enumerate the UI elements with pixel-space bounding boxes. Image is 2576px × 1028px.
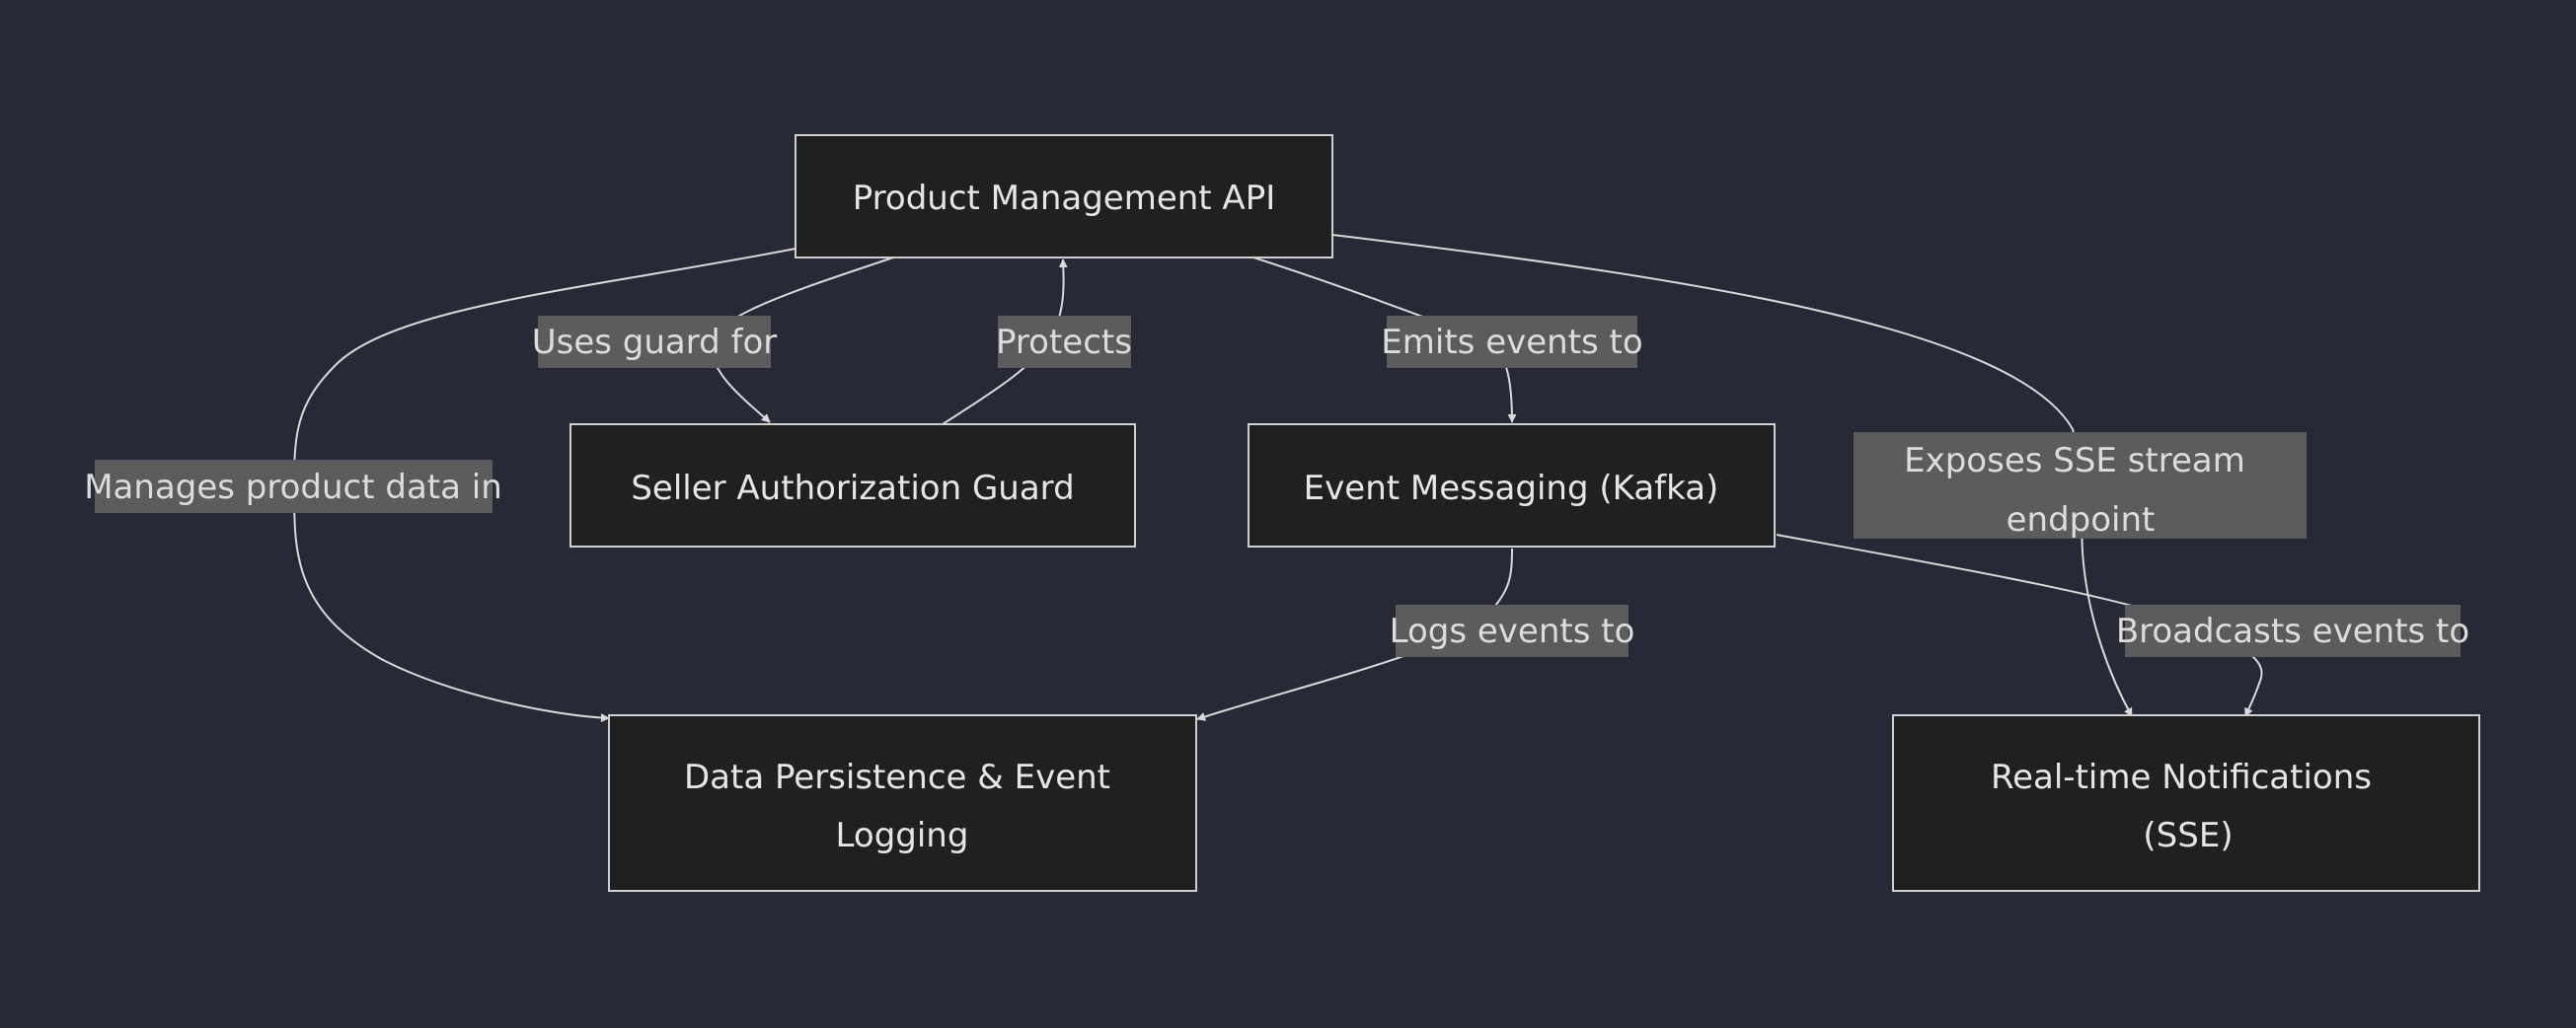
node-label: Event Messaging (Kafka) (1304, 469, 1719, 508)
node-label: Logging (836, 816, 969, 855)
node-label: Product Management API (853, 179, 1275, 218)
edge-label-text: Emits events to (1381, 323, 1642, 362)
edge-label-exposes-sse: Exposes SSE stream endpoint (1854, 432, 2307, 540)
edge-label-text: Uses guard for (532, 323, 778, 362)
edge-label-protects: Protects (996, 316, 1132, 368)
edge-label-uses-guard: Uses guard for (532, 316, 778, 368)
node-label: Data Persistence & Event (684, 758, 1110, 797)
node-product-management-api[interactable]: Product Management API (795, 134, 1333, 258)
edge-label-emits-events: Emits events to (1381, 316, 1643, 368)
node-label: (SSE) (2143, 816, 2233, 855)
edge-label-text: Manages product data in (84, 468, 502, 507)
edge-label-text: endpoint (2007, 500, 2156, 540)
edge-label-manages-data: Manages product data in (84, 460, 502, 513)
edge-label-broadcasts-events: Broadcasts events to (2116, 605, 2469, 657)
node-realtime-notifications-sse[interactable]: Real-time Notifications (SSE) (1892, 714, 2480, 892)
node-label: Seller Authorization Guard (631, 469, 1074, 508)
edge-label-text: Protects (996, 323, 1132, 362)
edge-label-text: Broadcasts events to (2116, 612, 2469, 651)
edge-label-text: Exposes SSE stream (1904, 441, 2245, 480)
edge-label-logs-events: Logs events to (1390, 605, 1635, 657)
edge-exposes-sse (1331, 234, 2133, 717)
node-data-persistence-event-logging[interactable]: Data Persistence & Event Logging (608, 714, 1197, 892)
node-event-messaging-kafka[interactable]: Event Messaging (Kafka) (1248, 423, 1776, 548)
node-label: Real-time Notifications (1991, 758, 2372, 797)
edge-label-text: Logs events to (1390, 612, 1635, 651)
node-seller-authorization-guard[interactable]: Seller Authorization Guard (569, 423, 1136, 548)
